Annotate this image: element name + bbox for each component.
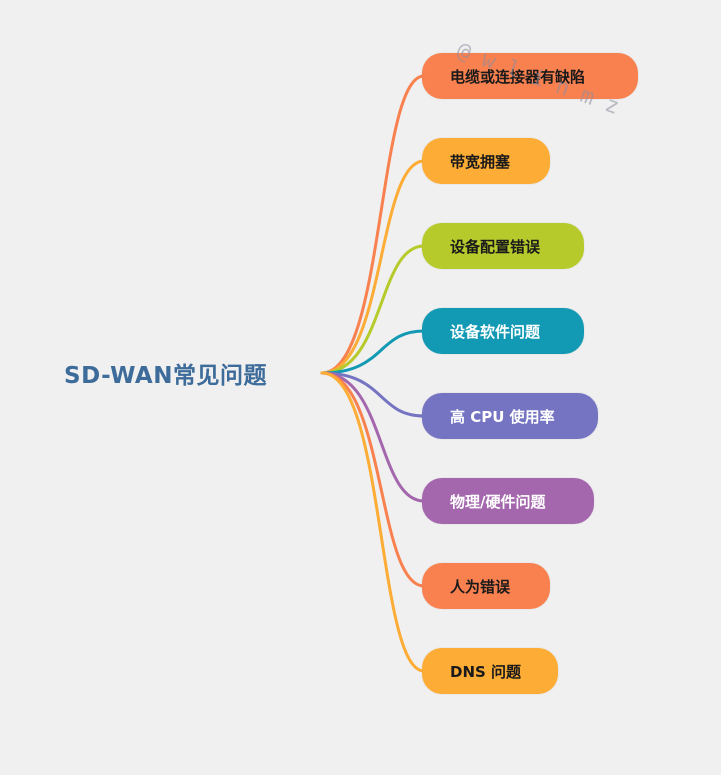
branch-label: 物理/硬件问题 — [450, 492, 546, 511]
connector-line — [320, 371, 426, 588]
branch-label: 电缆或连接器有缺陷 — [450, 67, 586, 86]
branch-node[interactable]: 电缆或连接器有缺陷 — [422, 53, 638, 99]
branch-label: 高 CPU 使用率 — [450, 407, 555, 426]
branch-node[interactable]: 物理/硬件问题 — [422, 478, 594, 524]
root-topic[interactable]: SD-WAN常见问题 — [64, 363, 267, 389]
branch-node[interactable]: 设备配置错误 — [422, 223, 584, 269]
connector-line — [320, 371, 426, 418]
branch-label: 带宽拥塞 — [450, 152, 511, 171]
branch-label: 人为错误 — [450, 577, 511, 596]
branch-label: DNS 问题 — [450, 662, 522, 681]
branch-label: 设备软件问题 — [450, 322, 541, 341]
branch-node[interactable]: 高 CPU 使用率 — [422, 393, 598, 439]
connector-line — [320, 159, 426, 375]
connector-line — [320, 244, 426, 375]
branch-node[interactable]: 设备软件问题 — [422, 308, 584, 354]
branch-node[interactable]: 带宽拥塞 — [422, 138, 550, 184]
connector-line — [320, 329, 426, 375]
branch-label: 设备配置错误 — [450, 237, 541, 256]
connector-line — [320, 74, 426, 375]
connector-line — [320, 371, 426, 503]
branch-node[interactable]: 人为错误 — [422, 563, 550, 609]
connector-line — [320, 371, 426, 673]
branch-node[interactable]: DNS 问题 — [422, 648, 558, 694]
